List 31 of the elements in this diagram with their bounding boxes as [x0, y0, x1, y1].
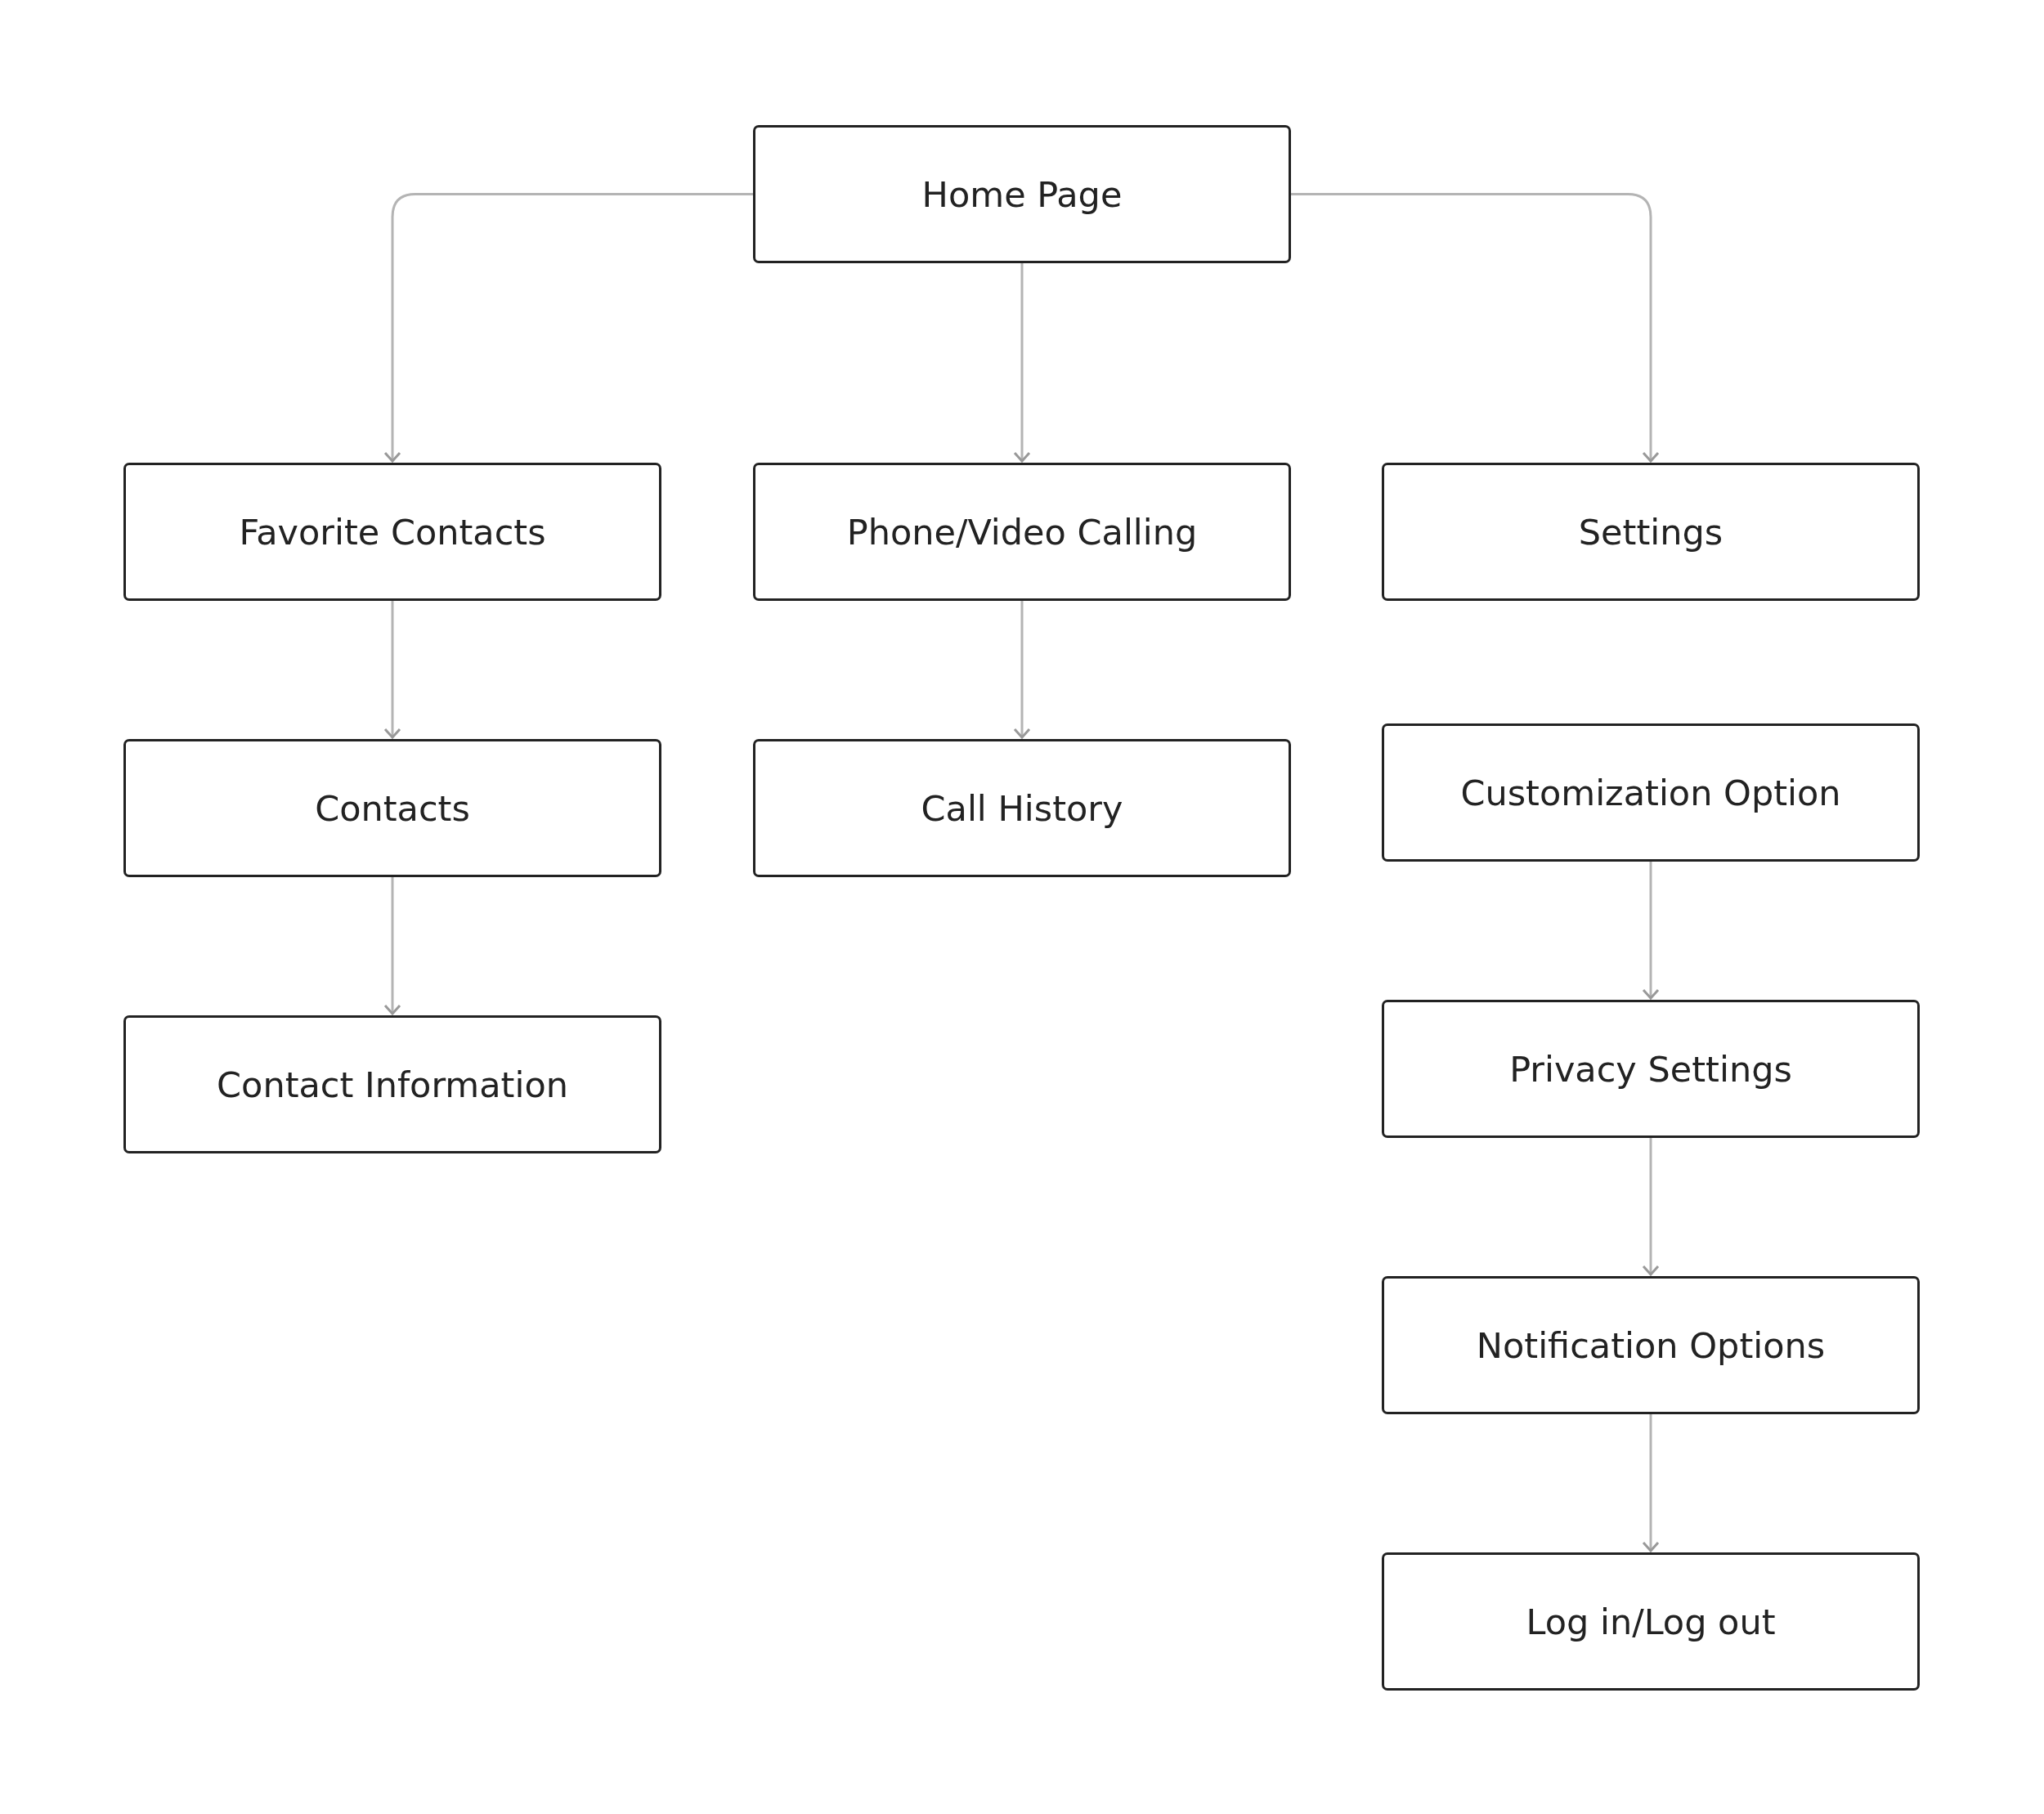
- page-label: Privacy Settings: [1509, 1048, 1792, 1090]
- page-box: [753, 463, 1291, 601]
- arrow: [1291, 193, 1660, 463]
- page-label: Phone/Video Calling: [846, 511, 1198, 553]
- page-label: Favorite Contacts: [239, 511, 546, 553]
- page-label: Contacts: [315, 787, 470, 829]
- arrow: [1642, 862, 1660, 1000]
- page-box: [1382, 723, 1920, 862]
- page-box: [753, 125, 1291, 263]
- arrow: [383, 601, 401, 739]
- page-label: Log in/Log out: [1526, 1601, 1776, 1642]
- page-box: [753, 739, 1291, 877]
- arrow: [1642, 1414, 1660, 1552]
- page-box: [1382, 1276, 1920, 1414]
- page-box: [1382, 463, 1920, 601]
- page-box: [1382, 1552, 1920, 1691]
- arrow: [1642, 1138, 1660, 1276]
- page-label: Contact Information: [217, 1064, 568, 1105]
- page-label: Call History: [921, 787, 1123, 829]
- page-label: Home Page: [921, 173, 1123, 215]
- page-box: [1382, 1000, 1920, 1138]
- page-box: [123, 1015, 661, 1153]
- page-box: [123, 463, 661, 601]
- page-label: Notification Options: [1476, 1324, 1826, 1366]
- arrow: [1013, 263, 1031, 463]
- page-box: [123, 739, 661, 877]
- page-label: Settings: [1578, 511, 1724, 553]
- arrow: [1013, 601, 1031, 739]
- arrow: [383, 193, 753, 463]
- page-label: Customization Option: [1460, 772, 1841, 813]
- arrow: [383, 877, 401, 1015]
